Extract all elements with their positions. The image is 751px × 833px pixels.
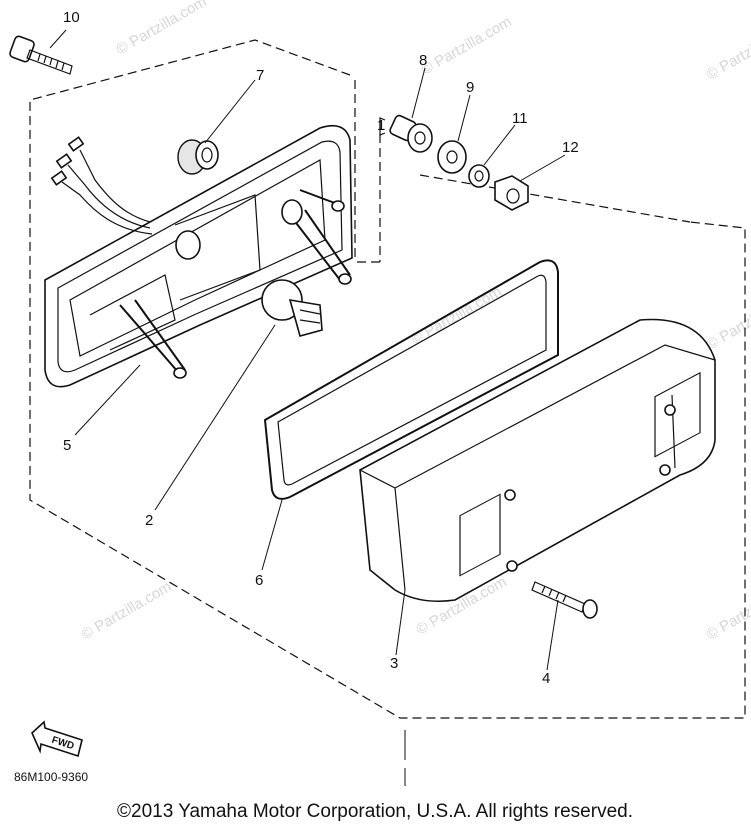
leader-3	[396, 590, 405, 655]
callout-9: 9	[466, 79, 474, 96]
leader-4	[547, 600, 558, 670]
callout-8: 8	[419, 52, 427, 69]
bulb-socket	[176, 231, 200, 259]
callout-4: 4	[542, 670, 550, 687]
watermark: © Partzilla.com	[79, 578, 175, 643]
collar-flange	[408, 124, 432, 152]
spring-washer	[469, 165, 489, 187]
leader-11	[484, 125, 515, 165]
bulb-socket-right	[282, 200, 302, 224]
screw-shank	[27, 50, 72, 74]
part-7-grommet	[178, 140, 218, 174]
watermark: © Partzilla.com	[704, 578, 751, 643]
watermark: © Partzilla.com	[114, 0, 210, 58]
copyright-notice: ©2013 Yamaha Motor Corporation, U.S.A. A…	[117, 801, 633, 822]
watermark: © Partzilla.com	[419, 13, 515, 78]
dashed-diagonal	[420, 175, 690, 222]
callout-2: 2	[145, 512, 153, 529]
leader-8	[412, 68, 425, 118]
watermark: © Partzilla.com	[704, 18, 751, 83]
diagram-code: 86M100-9360	[14, 770, 88, 784]
wire	[80, 150, 150, 222]
callout-5: 5	[63, 437, 71, 454]
callout-6: 6	[255, 572, 263, 589]
lens-screw-head	[583, 600, 597, 618]
lens-screw-hole	[505, 490, 515, 500]
leader-6	[262, 500, 282, 570]
part-8-collar	[380, 114, 432, 152]
leader-10	[50, 30, 66, 48]
wire-harness	[52, 137, 152, 234]
leader-7	[205, 80, 255, 143]
watermark: © Partzilla.com	[409, 283, 505, 348]
callout-7: 7	[256, 67, 264, 84]
stud-right-tip	[339, 274, 351, 284]
part-2-bulb	[262, 280, 322, 336]
leader-12	[520, 155, 565, 181]
lens-screw-hole	[660, 465, 670, 475]
callout-10: 10	[63, 9, 80, 26]
wire-connector	[69, 137, 83, 150]
callout-3: 3	[390, 655, 398, 672]
part-12-nut	[495, 176, 528, 210]
fwd-arrow-icon: FWD	[32, 722, 82, 756]
lens-body	[360, 320, 715, 602]
wire-connector	[52, 171, 66, 184]
watermark: © Partzilla.com	[704, 288, 751, 353]
part-9-washer	[438, 141, 466, 173]
nut-body	[495, 176, 528, 210]
screw-head	[9, 35, 35, 63]
stud-left-tip	[174, 368, 186, 378]
leader-9	[458, 95, 470, 141]
bulb-base	[290, 300, 322, 336]
callout-12: 12	[562, 139, 579, 156]
stud-upper-tip	[332, 201, 344, 211]
washer	[438, 141, 466, 173]
lens-screw-hole	[665, 405, 675, 415]
callout-1: 1	[377, 117, 385, 134]
part-4-screw	[532, 582, 597, 618]
grommet-flange	[196, 141, 218, 169]
lens-screw-hole	[507, 561, 517, 571]
lens-screw-shank	[532, 582, 585, 612]
callout-11: 11	[512, 110, 528, 127]
part-3-lens	[360, 320, 715, 602]
part-10-screw	[9, 35, 72, 74]
part-11-spring-washer	[469, 165, 489, 187]
